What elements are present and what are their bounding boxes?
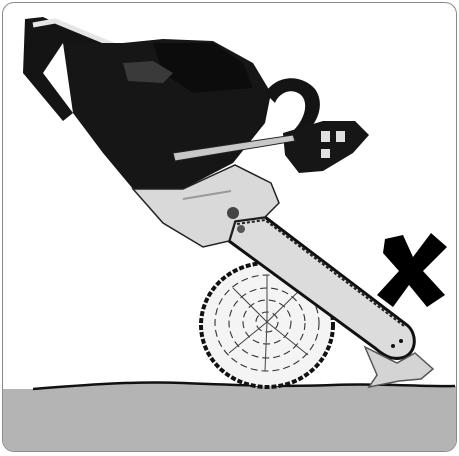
cross-icon bbox=[377, 233, 447, 307]
warning-illustration-frame bbox=[2, 2, 457, 452]
ground bbox=[3, 382, 457, 452]
chainsaw-scene bbox=[3, 3, 457, 452]
chainsaw-icon bbox=[23, 17, 369, 247]
